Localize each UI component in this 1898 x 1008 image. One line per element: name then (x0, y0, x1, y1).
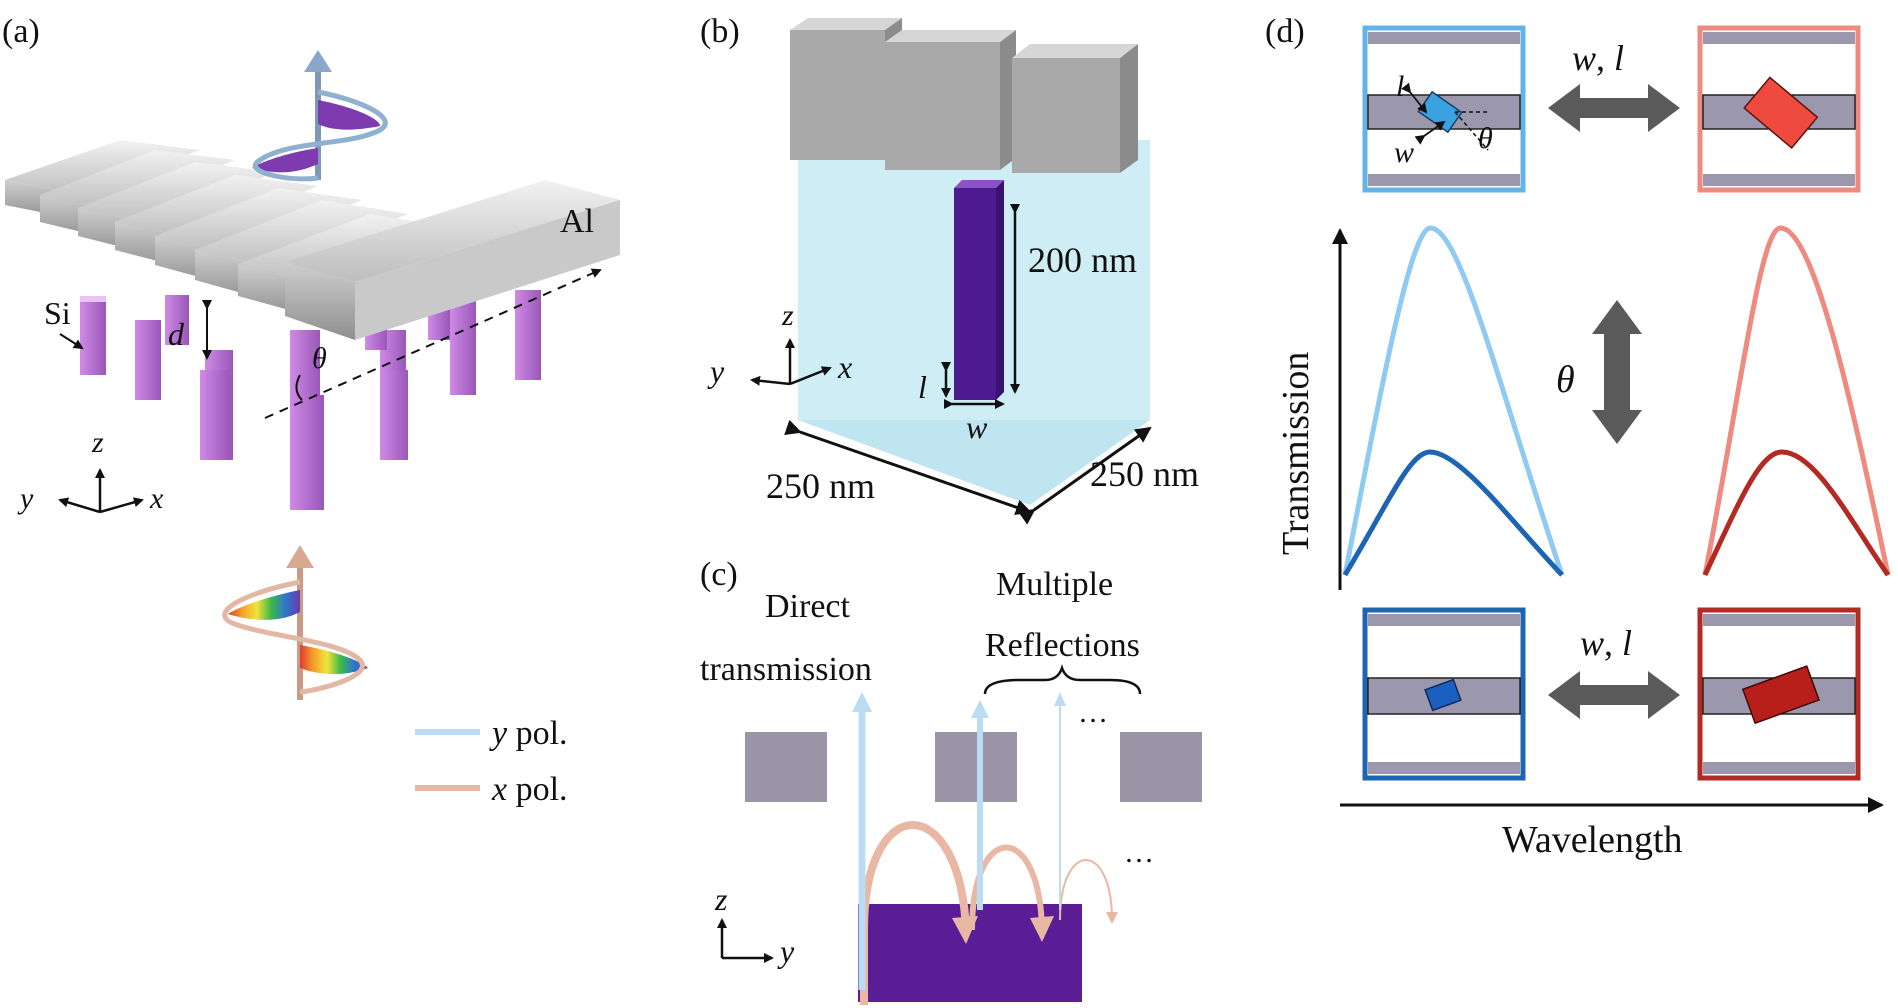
axis-z-c: z (714, 881, 728, 917)
legend: y pol. x pol. (415, 715, 568, 808)
width-arrow-left (784, 419, 1032, 515)
gray-arrow-bottom (1548, 671, 1680, 719)
panel-d-tag: (d) (1265, 13, 1305, 50)
si-label: Si (44, 295, 71, 331)
ellipsis-top: … (1078, 696, 1108, 729)
theta-label-d: θ (1556, 359, 1575, 401)
si-pillar (515, 290, 541, 380)
l-label-b: l (918, 369, 927, 405)
width-label-left: 250 nm (766, 466, 875, 506)
width-arrow-right (1017, 426, 1152, 525)
axis-z-a: z (91, 426, 104, 459)
al-label: Al (560, 203, 594, 240)
si-pillar-b (954, 180, 1004, 400)
axes-c: z y (714, 881, 795, 969)
panel-c: (c) Direct transmission Multiple Reflect… (415, 556, 1202, 1005)
param-top: w, l (1572, 38, 1624, 78)
y-pol-paths (852, 692, 1066, 990)
si-pillar (80, 296, 106, 375)
al-block (1120, 732, 1202, 802)
al-grating (5, 140, 620, 340)
height-label: 200 nm (1028, 240, 1137, 280)
inset-top-left: l w θ (1362, 25, 1526, 193)
inset-top-right (1697, 25, 1861, 193)
multi-label-line1: Multiple (996, 566, 1113, 603)
inset-w-label: w (1394, 136, 1414, 169)
panel-b-tag: (b) (700, 13, 740, 50)
axis-y-c: y (777, 933, 795, 969)
curve-light-blue (1342, 225, 1565, 576)
xlabel-d: Wavelength (1502, 819, 1683, 861)
multi-brace (983, 664, 1142, 695)
axis-x-b: x (837, 349, 852, 385)
transmitted-wave-icon (222, 545, 368, 700)
curve-light-red (1702, 225, 1891, 576)
theta-arc (295, 374, 303, 401)
gray-arrow-top (1548, 84, 1680, 132)
theta-axis-dashed (264, 268, 602, 419)
si-pointer (59, 333, 84, 350)
ellipsis-bottom: … (1124, 836, 1154, 869)
axis-z-b: z (781, 299, 794, 332)
si-pillar (450, 300, 476, 395)
multi-label-line2: Reflections (985, 627, 1140, 664)
ylabel-d: Transmission (1275, 352, 1317, 555)
panel-a-tag: (a) (2, 13, 40, 50)
si-pillar (380, 370, 408, 460)
param-bottom: w, l (1580, 623, 1632, 663)
al-block (935, 732, 1017, 802)
axis-x-a: x (149, 482, 164, 515)
width-label-right: 250 nm (1090, 454, 1199, 494)
axes-b: z y x (707, 299, 852, 389)
si-pillar (290, 395, 324, 510)
axis-y-b: y (707, 353, 725, 389)
al-bars-b (790, 18, 1138, 173)
panel-a: (a) (2, 13, 620, 700)
al-block (745, 732, 827, 802)
axes-a: z y x (17, 426, 164, 515)
gray-arrow-vertical (1592, 300, 1642, 444)
inset-bottom-left (1362, 607, 1526, 781)
incident-wave-icon (252, 50, 388, 182)
axis-y-a: y (17, 482, 34, 515)
direct-label-line2: transmission (700, 651, 872, 688)
legend-x-pol: x pol. (491, 771, 568, 808)
panel-b: (b) 200 nm l w 250 nm (700, 13, 1199, 525)
si-pillars-front (200, 370, 408, 510)
inset-theta-label: θ (1478, 122, 1493, 155)
si-pillar (135, 320, 161, 400)
legend-y-pol: y pol. (489, 715, 568, 752)
theta-label-a: θ (312, 342, 327, 375)
inset-bottom-right (1697, 607, 1861, 781)
curve-dark-red (1702, 449, 1891, 577)
direct-label-line1: Direct (765, 588, 851, 625)
inset-l-label: l (1396, 70, 1404, 103)
panel-c-tag: (c) (700, 556, 738, 593)
si-pillar (200, 370, 230, 460)
si-pillar (165, 295, 189, 345)
curve-dark-blue (1342, 449, 1564, 577)
w-label-b: w (966, 409, 988, 445)
panel-d: (d) l w θ (1265, 13, 1891, 861)
d-label: d (168, 316, 185, 352)
